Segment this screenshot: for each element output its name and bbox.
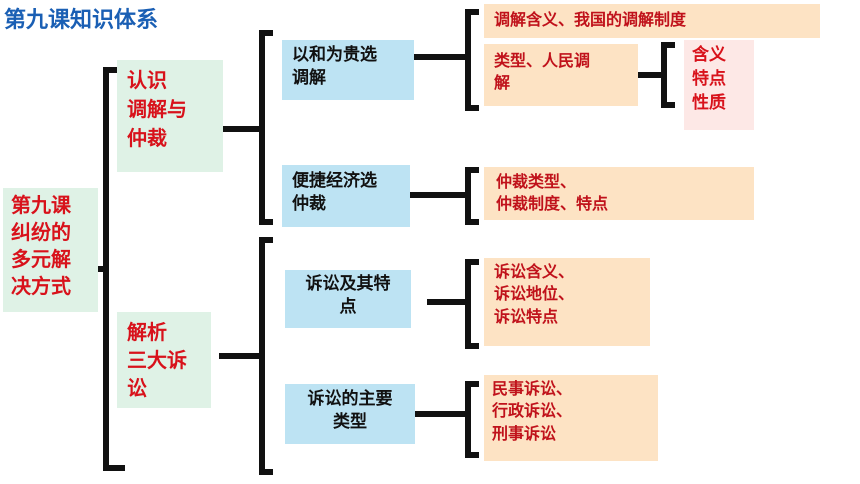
level1-node-litigation: 解析 三大诉 讼 bbox=[117, 312, 211, 408]
page-title: 第九课知识体系 bbox=[4, 8, 159, 33]
l1-bottom-bracket bbox=[259, 237, 273, 475]
level3-node-mediation-types: 类型、人民调 解 bbox=[484, 44, 638, 106]
l2-3-bracket bbox=[465, 259, 479, 349]
l2-4-bracket bbox=[465, 381, 479, 458]
level3-node-litigation-details: 诉讼含义、 诉讼地位、 诉讼特点 bbox=[484, 258, 650, 346]
l2-1-bracket bbox=[465, 9, 479, 111]
l1-top-bracket bbox=[259, 30, 273, 225]
level3-node-litigation-categories: 民事诉讼、 行政诉讼、 刑事诉讼 bbox=[484, 375, 658, 461]
level4-node-people-mediation: 含义 特点 性质 bbox=[684, 40, 754, 130]
level2-node-litigation-types: 诉讼的主要 类型 bbox=[285, 384, 415, 444]
level3-node-mediation-definition: 调解含义、我国的调解制度 bbox=[484, 4, 820, 38]
l3-2-bracket bbox=[661, 42, 675, 108]
level2-node-mediation: 以和为贵选 调解 bbox=[282, 40, 414, 100]
level2-node-arbitration: 便捷经济选 仲裁 bbox=[282, 165, 410, 227]
level1-node-mediation-arbitration: 认识 调解与 仲裁 bbox=[117, 60, 223, 172]
l2-2-bracket bbox=[465, 167, 479, 225]
level2-node-litigation-features: 诉讼及其特 点 bbox=[285, 270, 411, 328]
level3-node-arbitration-details: 仲裁类型、 仲裁制度、特点 bbox=[484, 167, 754, 220]
root-node: 第九课 纠纷的 多元解 决方式 bbox=[3, 188, 98, 312]
